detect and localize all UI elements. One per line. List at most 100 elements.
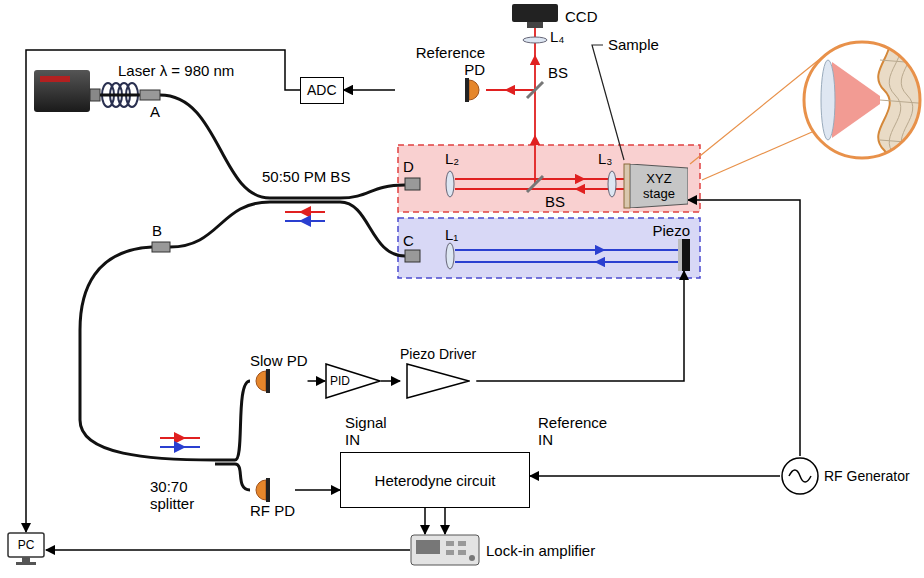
part-label: BS (545, 193, 565, 210)
reference-photodetector (465, 78, 485, 102)
rf-photodetector (256, 480, 266, 500)
zoom-inset (804, 30, 924, 175)
signal-connector (688, 200, 800, 456)
xyz-stage (630, 164, 688, 208)
signal-connector (46, 549, 410, 551)
zoom-lines (702, 132, 812, 180)
lock-in-amplifier (469, 555, 475, 561)
node-text: Slow PD (250, 352, 308, 369)
lock-in-amplifier (410, 534, 480, 566)
signal-connector (530, 475, 780, 477)
zoom-inset (804, 42, 920, 158)
propagation-arrows (160, 446, 200, 448)
node-text: RF PD (250, 502, 295, 519)
fiber-connector (405, 250, 420, 262)
node-text: Lock-in amplifier (486, 542, 595, 559)
part-label: B (152, 222, 162, 239)
ccd-camera (527, 22, 543, 28)
lens (523, 37, 547, 43)
reference-beam (455, 249, 678, 251)
beam-splitter (527, 82, 543, 192)
heterodyne-circuit-box: Heterodyne circuit (340, 452, 530, 508)
laser-body (40, 76, 70, 82)
fiber (80, 247, 250, 460)
node-text: Piezo (652, 222, 690, 239)
part-label: L₁ (445, 226, 458, 243)
lock-in-amplifier (446, 541, 454, 546)
signal-connector (476, 271, 684, 381)
signal-connector (308, 380, 325, 382)
node-text: ADC (307, 82, 337, 99)
zoom-inset (880, 60, 924, 64)
pid-controller: PID (325, 363, 381, 399)
reference-beam (455, 250, 678, 262)
beam-splitter (527, 82, 543, 98)
xyz-stage: XYZ stage (630, 164, 688, 208)
rf-photodetector: RF PD (250, 478, 295, 519)
node-text: Laser λ = 980 nm (118, 62, 234, 79)
node-text: PC (18, 537, 35, 554)
node-text: CCD (565, 8, 598, 25)
rf-generator (789, 470, 811, 482)
piezo-mirror (682, 239, 690, 271)
lens (608, 171, 616, 197)
piezo-mirror: Piezo (640, 222, 690, 271)
fiber-connector (405, 178, 420, 190)
node-text: Piezo Driver (400, 346, 476, 363)
signal-connector (444, 508, 446, 534)
zoom-inset (821, 60, 835, 140)
slow-photodetector (250, 369, 270, 393)
ccd-camera (512, 4, 558, 22)
node-text: RF Generator (824, 468, 910, 485)
pc-monitor (16, 562, 36, 565)
signal-connector (26, 50, 300, 532)
lock-in-amplifier (446, 550, 454, 555)
part-label: D (403, 158, 414, 175)
part-label: BS (548, 64, 568, 81)
camera-label: CCD (565, 8, 598, 25)
signal-connector (344, 89, 395, 91)
node-text: Reference PD (405, 44, 485, 78)
lens (446, 171, 454, 197)
lock-in-amplifier (411, 535, 479, 565)
part-label: C (403, 232, 414, 249)
rf-photodetector (266, 478, 270, 502)
node-text: Heterodyne circuit (375, 472, 496, 489)
lock-in-amplifier (458, 541, 466, 546)
fiber (80, 95, 405, 490)
ccd-camera (512, 4, 558, 28)
part-label: 30:70 splitter (150, 478, 210, 512)
reference-photodetector (465, 78, 469, 102)
rf-generator (782, 458, 818, 494)
fiber-connector (140, 90, 160, 100)
part-label: L₃ (598, 150, 612, 167)
laser-body (100, 94, 140, 97)
node-text: XYZ stage (634, 171, 684, 201)
slow-photodetector (256, 371, 266, 391)
fiber (215, 464, 250, 490)
lock-in-amplifier (416, 540, 440, 554)
lens (446, 243, 454, 269)
leader-line (592, 45, 624, 160)
fiber (160, 95, 405, 198)
part-label: A (150, 103, 160, 120)
piezo-driver: Piezo Driver (400, 346, 476, 399)
reference-beam (455, 261, 678, 263)
propagation-arrows (285, 211, 325, 213)
reference-photodetector (469, 80, 479, 100)
part-label: L₄ (550, 28, 564, 45)
lock-in-amplifier (458, 550, 466, 555)
zoom-inset (880, 100, 924, 104)
lock-in-amplifier: Lock-in amplifier (410, 534, 595, 566)
pc-monitor: PC (6, 532, 46, 566)
propagation-arrows (160, 212, 325, 447)
reference-photodetector (465, 78, 479, 102)
pc-monitor (22, 557, 30, 562)
signal-connector (295, 489, 340, 491)
zoom-inset (832, 62, 880, 138)
part-label: L₂ (445, 150, 459, 167)
node-text: PID (330, 373, 350, 390)
part-label: Signal IN (345, 414, 393, 448)
